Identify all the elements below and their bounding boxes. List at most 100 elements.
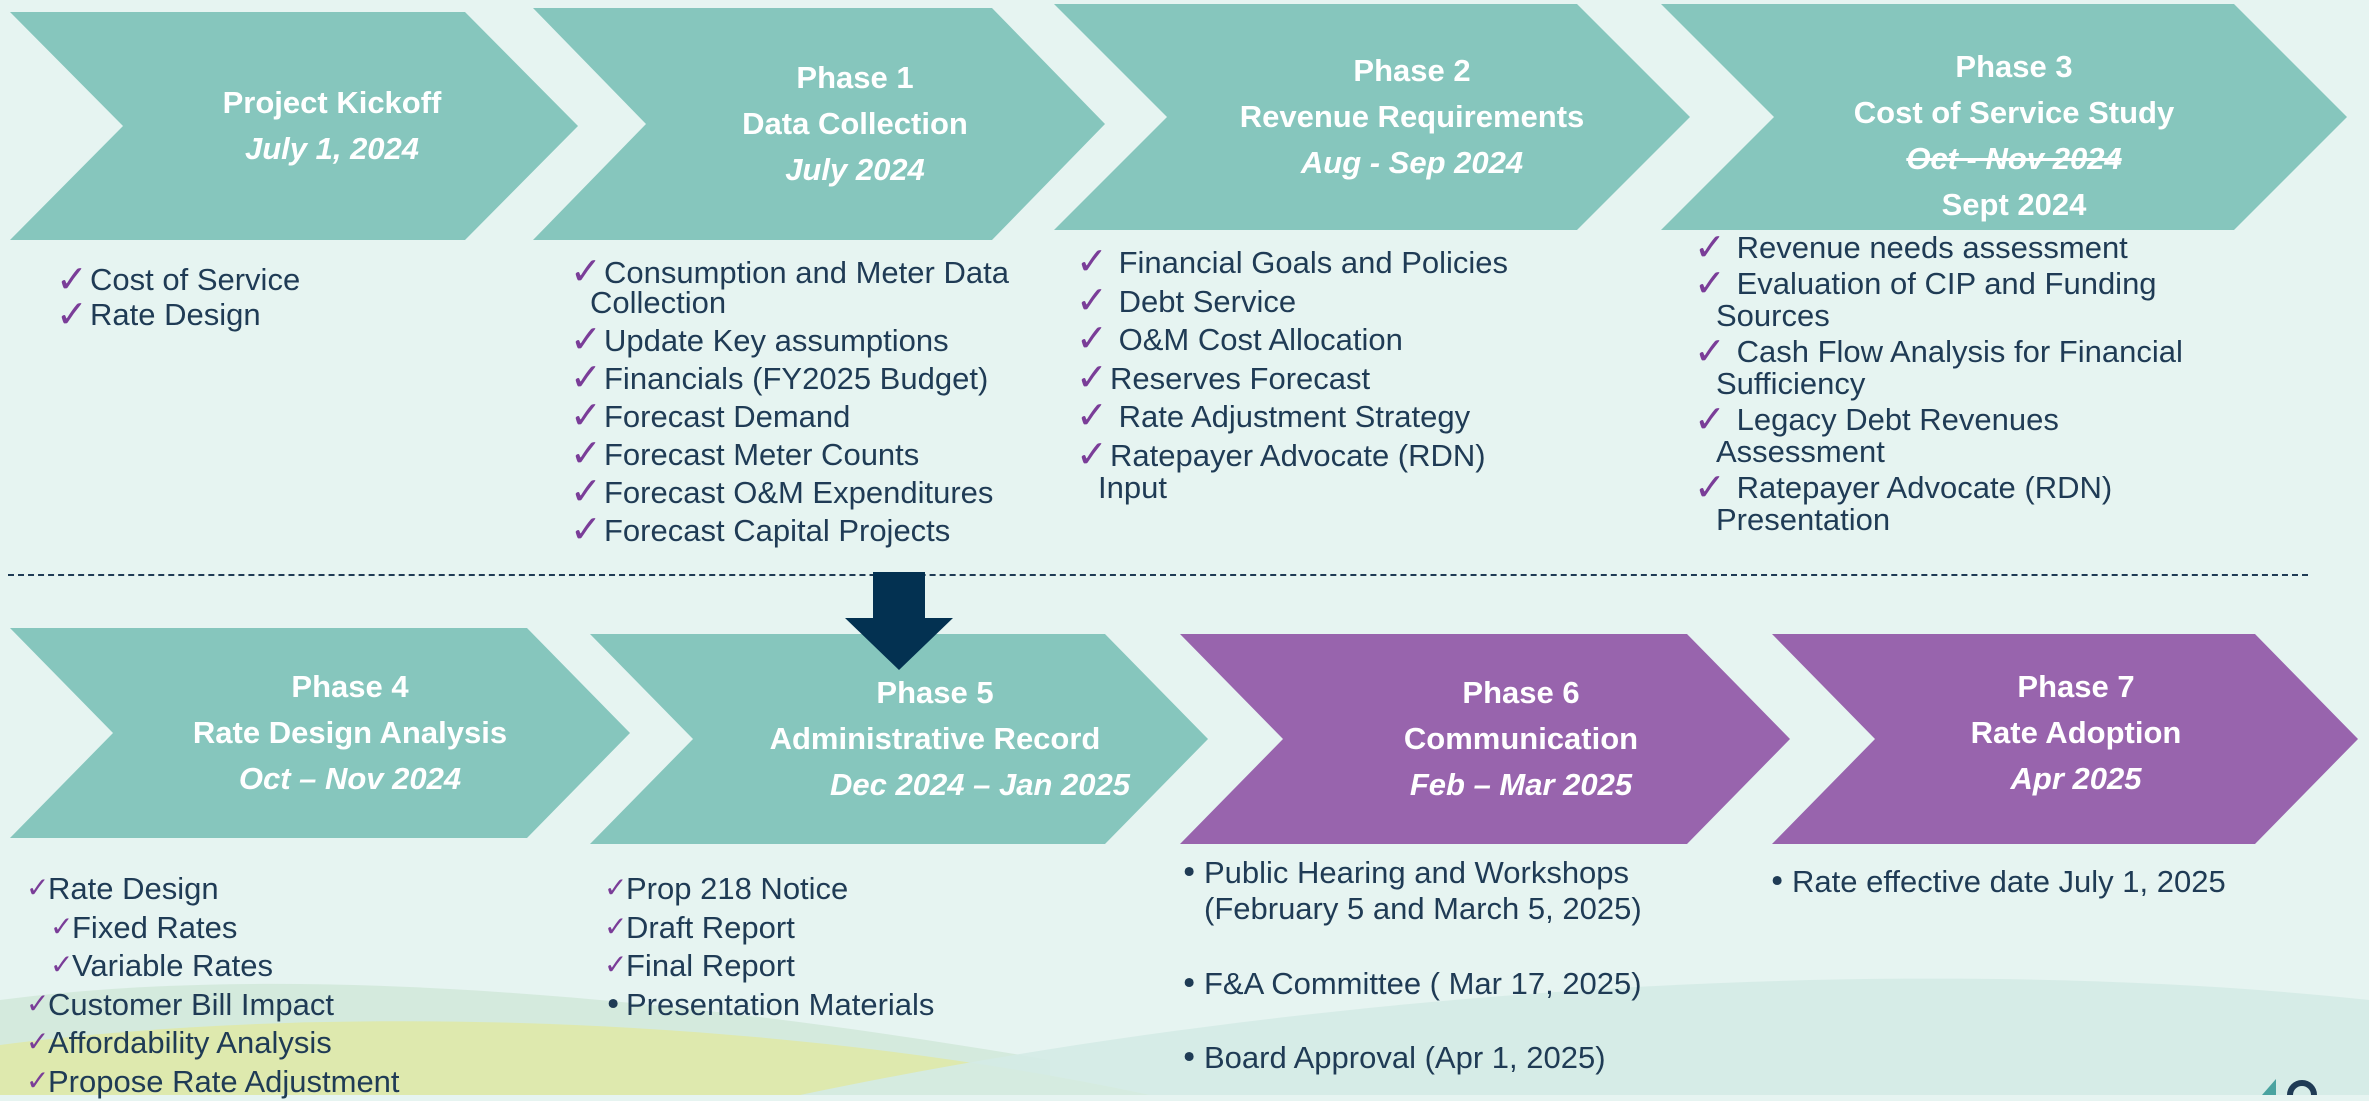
list-item-continuation: Sufficiency — [1694, 366, 2183, 402]
chevron-phase4: Phase 4 Rate Design Analysis Oct – Nov 2… — [10, 628, 630, 838]
check-icon: ✓ — [570, 512, 604, 547]
list-item: ✓Forecast Demand — [570, 398, 1009, 436]
check-icon: ✓ — [1076, 398, 1110, 433]
check-icon: ✓ — [1076, 437, 1110, 472]
phase6-title: Phase 6 — [1462, 670, 1579, 716]
phase3-struck-date: Oct - Nov 2024 — [1906, 136, 2121, 182]
phase4-title: Phase 4 — [291, 664, 408, 710]
check-icon: ✓ — [56, 297, 90, 332]
phase5-date: Dec 2024 – Jan 2025 — [740, 762, 1130, 808]
check-icon: ✓ — [1076, 244, 1110, 279]
check-icon: ✓ — [1076, 283, 1110, 318]
list-item: ✓Fixed Rates — [26, 909, 400, 948]
phase1-subtitle: Data Collection — [742, 101, 968, 147]
list-item-continuation: Input — [1076, 469, 1508, 508]
list-item-continuation: Assessment — [1694, 434, 2183, 470]
check-icon: ✓ — [1076, 360, 1110, 395]
list-item: ✓ Ratepayer Advocate (RDN) — [1694, 470, 2183, 506]
list-item: ✓Forecast Meter Counts — [570, 436, 1009, 474]
bullet-icon: • — [1180, 1041, 1204, 1076]
check-icon: ✓ — [26, 986, 48, 1021]
chevron-kickoff: Project Kickoff July 1, 2024 — [10, 12, 578, 240]
phase3-subtitle: Cost of Service Study — [1854, 90, 2174, 136]
chevron-phase7: Phase 7 Rate Adoption Apr 2025 — [1772, 634, 2358, 844]
phase2-date: Aug - Sep 2024 — [1301, 140, 1523, 186]
list-item: •F&A Committee ( Mar 17, 2025) — [1180, 966, 1642, 1002]
check-icon: ✓ — [1694, 402, 1728, 437]
list-item: •Board Approval (Apr 1, 2025) — [1180, 1040, 1642, 1076]
logo-icon — [2262, 1075, 2362, 1095]
list-item: ✓ Rate Adjustment Strategy — [1076, 398, 1508, 437]
phase4-subtitle: Rate Design Analysis — [193, 710, 507, 756]
phase7-title: Phase 7 — [2017, 664, 2134, 710]
row-divider — [8, 574, 2308, 576]
phase4-list: ✓Rate Design ✓Fixed Rates ✓Variable Rate… — [26, 870, 400, 1101]
phase6-subtitle: Communication — [1404, 716, 1638, 762]
check-icon: ✓ — [1076, 321, 1110, 356]
check-icon: ✓ — [604, 947, 626, 982]
kickoff-list: ✓Cost of Service ✓Rate Design — [56, 262, 300, 332]
phase2-list: ✓ Financial Goals and Policies ✓ Debt Se… — [1076, 244, 1508, 508]
list-item: ✓Prop 218 Notice — [604, 870, 934, 909]
list-item: ✓Financials (FY2025 Budget) — [570, 360, 1009, 398]
list-item: ✓Propose Rate Adjustment — [26, 1063, 400, 1101]
check-icon: ✓ — [570, 436, 604, 471]
check-icon: ✓ — [570, 360, 604, 395]
list-item: ✓Reserves Forecast — [1076, 360, 1508, 399]
bullet-icon: • — [604, 986, 626, 1025]
list-item-continuation: Collection — [570, 284, 1009, 322]
phase3-date: Sept 2024 — [1942, 182, 2087, 228]
list-item: ✓Forecast Capital Projects — [570, 512, 1009, 550]
check-icon: ✓ — [50, 947, 72, 982]
down-arrow-icon — [845, 572, 953, 670]
list-item: ✓ Cash Flow Analysis for Financial — [1694, 334, 2183, 370]
check-icon: ✓ — [50, 909, 72, 944]
phase6-list: •Public Hearing and Workshops (February … — [1180, 855, 1642, 1076]
list-item: •Presentation Materials — [604, 986, 934, 1025]
list-item: ✓ O&M Cost Allocation — [1076, 321, 1508, 360]
phase7-date: Apr 2025 — [2011, 756, 2142, 802]
list-item: ✓ Evaluation of CIP and Funding — [1694, 266, 2183, 302]
phase5-title: Phase 5 — [876, 670, 993, 716]
list-item: ✓Draft Report — [604, 909, 934, 948]
list-item: ✓ Debt Service — [1076, 283, 1508, 322]
chevron-phase6: Phase 6 Communication Feb – Mar 2025 — [1180, 634, 1790, 844]
phase1-date: July 2024 — [785, 147, 925, 193]
chevron-phase1: Phase 1 Data Collection July 2024 — [533, 8, 1105, 240]
phase4-date: Oct – Nov 2024 — [239, 756, 461, 802]
phase5-list: ✓Prop 218 Notice ✓Draft Report ✓Final Re… — [604, 870, 934, 1024]
list-item: ✓Affordability Analysis — [26, 1024, 400, 1063]
check-icon: ✓ — [1694, 230, 1728, 265]
chevron-phase3: Phase 3 Cost of Service Study Oct - Nov … — [1661, 4, 2347, 230]
list-item: ✓Final Report — [604, 947, 934, 986]
check-icon: ✓ — [604, 909, 626, 944]
bullet-icon: • — [1180, 967, 1204, 1002]
check-icon: ✓ — [26, 870, 48, 905]
kickoff-date: July 1, 2024 — [245, 126, 419, 172]
phase3-list: ✓ Revenue needs assessment ✓ Evaluation … — [1694, 230, 2183, 538]
list-item: ✓Update Key assumptions — [570, 322, 1009, 360]
kickoff-title: Project Kickoff — [223, 80, 442, 126]
bullet-icon: • — [1768, 865, 1792, 900]
phase3-title: Phase 3 — [1955, 44, 2072, 90]
phase2-title: Phase 2 — [1353, 48, 1470, 94]
check-icon: ✓ — [570, 398, 604, 433]
bullet-icon: • — [1180, 856, 1204, 891]
phase5-subtitle: Administrative Record — [770, 716, 1101, 762]
list-item: •Public Hearing and Workshops — [1180, 855, 1642, 891]
check-icon: ✓ — [1694, 470, 1728, 505]
list-item-continuation: Presentation — [1694, 502, 2183, 538]
phase1-list: ✓Consumption and Meter Data Collection ✓… — [570, 254, 1009, 550]
phase7-list: •Rate effective date July 1, 2025 — [1768, 864, 2226, 900]
phase6-date: Feb – Mar 2025 — [1410, 762, 1632, 808]
check-icon: ✓ — [26, 1063, 48, 1098]
list-item: ✓Cost of Service — [56, 262, 300, 297]
list-item: ✓Rate Design — [26, 870, 400, 909]
check-icon: ✓ — [1694, 334, 1728, 369]
list-item: ✓Rate Design — [56, 297, 300, 332]
check-icon: ✓ — [1694, 266, 1728, 301]
phase2-subtitle: Revenue Requirements — [1240, 94, 1585, 140]
check-icon: ✓ — [570, 322, 604, 357]
list-item: ✓ Legacy Debt Revenues — [1694, 402, 2183, 438]
list-item: ✓Customer Bill Impact — [26, 986, 400, 1025]
